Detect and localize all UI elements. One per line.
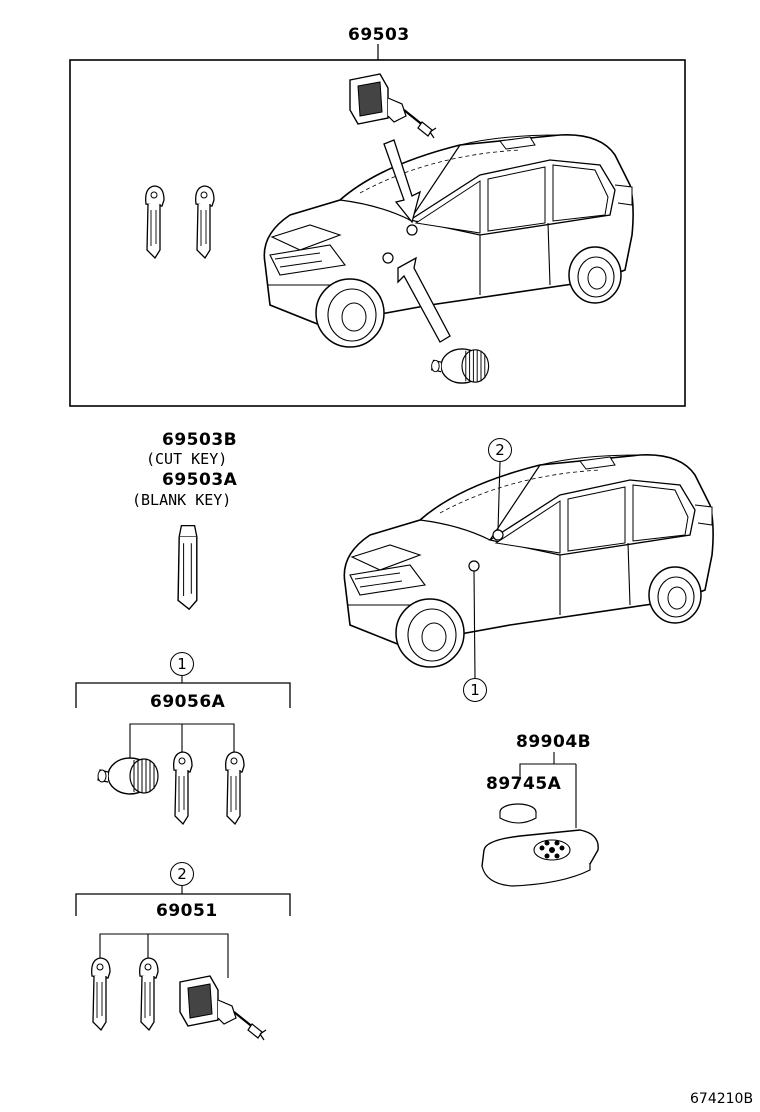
label-69503b: 69503B [162,430,238,450]
door-cylinder-top [430,348,490,384]
callout-2-vehicle: 2 [488,438,512,462]
assembly-frame [69,59,686,407]
switch-69051 [178,974,268,1042]
ignition-location-mid [492,529,504,541]
label-cut-key: (CUT KEY) [146,450,228,468]
blank-key [177,524,198,611]
label-69056a: 69056A [150,692,226,712]
callout-2-leader [497,461,501,531]
cylinder-69056a [97,757,159,795]
label-69051: 69051 [156,901,218,921]
arrow-ignition [383,139,421,224]
vehicle-middle [343,454,714,668]
label-89904b: 89904B [516,732,592,752]
bracket-69056a [75,682,291,708]
key-69051-1 [91,957,111,1031]
figure-code: 674210B [690,1091,754,1107]
vehicle-top [263,134,634,348]
ignition-switch-top [348,72,438,140]
label-69503: 69503 [348,25,410,45]
key-69051-2 [139,957,159,1031]
transmitter-89904b [481,829,599,887]
key-69056a-1 [173,751,193,825]
label-69503a: 69503A [162,470,238,490]
door-location-mid [468,560,480,572]
key-top-1 [145,185,165,259]
label-blank-key: (BLANK KEY) [132,491,232,509]
key-top-2 [195,185,215,259]
key-69056a-2 [225,751,245,825]
callout-1-vehicle: 1 [463,678,487,702]
door-location-top [382,252,394,264]
transmitter-leader [519,752,577,828]
bracket-69051 [75,893,291,916]
callout-1-left: 1 [170,652,194,676]
callout-2-left: 2 [170,862,194,886]
label-89745a: 89745A [486,774,562,794]
callout-1-leader [473,570,476,679]
ignition-location-top [406,224,418,236]
arrow-door [397,256,451,343]
